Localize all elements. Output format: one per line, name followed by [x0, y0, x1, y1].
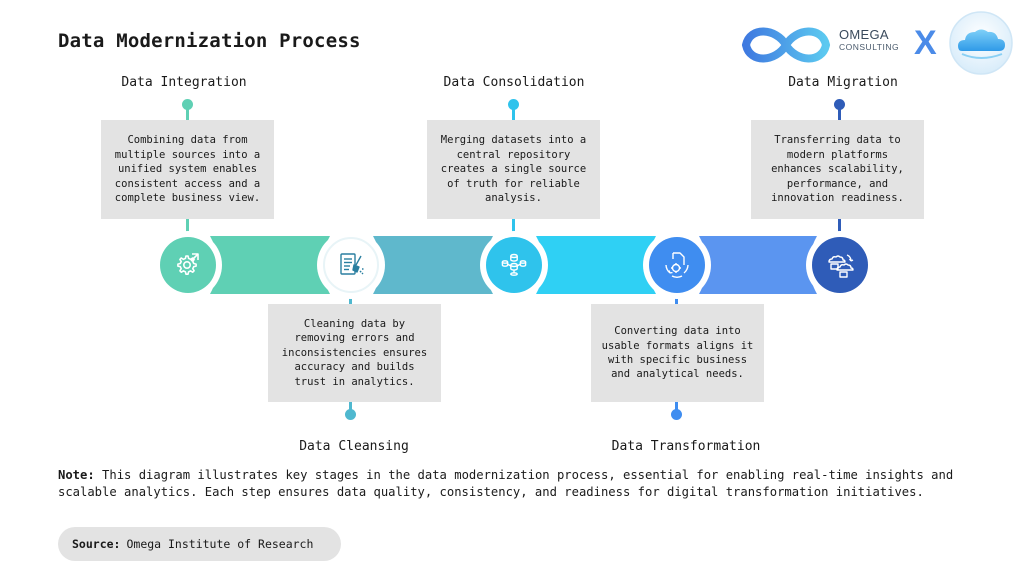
description-box-cleansing: Cleaning data by removing errors and inc… [268, 304, 441, 402]
node-transformation [649, 237, 705, 293]
band-integration-cleansing [210, 236, 330, 294]
stage-title-transformation: Data Transformation [611, 439, 761, 454]
omega-logo: OMEGA CONSULTING X [736, 11, 1016, 76]
note-label: Note: [58, 468, 95, 482]
infinity-logo-icon [741, 27, 831, 63]
document-gear-cycle-icon [665, 252, 689, 278]
description-box-migration: Transferring data to modern platforms en… [751, 120, 924, 219]
band-cleansing-consolidation [373, 236, 493, 294]
stage-title-consolidation: Data Consolidation [443, 75, 585, 90]
logo-wordmark: OMEGA [839, 27, 889, 42]
source-badge: Source: Omega Institute of Research [58, 527, 341, 561]
stage-title-cleansing: Data Cleansing [299, 439, 409, 454]
band-consolidation-transformation [536, 236, 656, 294]
cloud-transfer-icon [828, 254, 854, 278]
cloud-logo-icon [949, 11, 1013, 75]
logo-cross: X [914, 24, 937, 62]
pin-dot-integration [182, 99, 193, 110]
description-box-transformation: Converting data into usable formats alig… [591, 304, 764, 402]
node-integration [160, 237, 216, 293]
pin-dot-consolidation [508, 99, 519, 110]
pin-dot-cleansing [345, 409, 356, 420]
note-text: This diagram illustrates key stages in t… [58, 468, 954, 499]
source-text: Omega Institute of Research [126, 537, 314, 551]
description-cleansing: Cleaning data by removing errors and inc… [281, 317, 428, 388]
description-transformation: Converting data into usable formats alig… [601, 325, 754, 381]
gear-chart-icon [177, 253, 199, 275]
node-consolidation [486, 237, 542, 293]
description-consolidation: Merging datasets into a central reposito… [440, 134, 587, 205]
description-box-consolidation: Merging datasets into a central reposito… [427, 120, 600, 219]
logo-subtitle: CONSULTING [839, 42, 900, 52]
description-migration: Transferring data to modern platforms en… [771, 134, 904, 205]
pin-dot-migration [834, 99, 845, 110]
source-label: Source: [72, 537, 121, 551]
pin-dot-transformation [671, 409, 682, 420]
note-paragraph: Note: This diagram illustrates key stage… [58, 467, 978, 501]
database-network-icon [501, 253, 527, 276]
node-cleansing [323, 237, 379, 293]
node-migration [812, 237, 868, 293]
stage-title-integration: Data Integration [121, 75, 247, 90]
document-brush-icon [340, 253, 364, 275]
description-integration: Combining data from multiple sources int… [114, 134, 261, 205]
band-transformation-migration [699, 236, 817, 294]
page-title: Data Modernization Process [58, 30, 361, 52]
description-box-integration: Combining data from multiple sources int… [101, 120, 274, 219]
stage-title-migration: Data Migration [788, 75, 898, 90]
